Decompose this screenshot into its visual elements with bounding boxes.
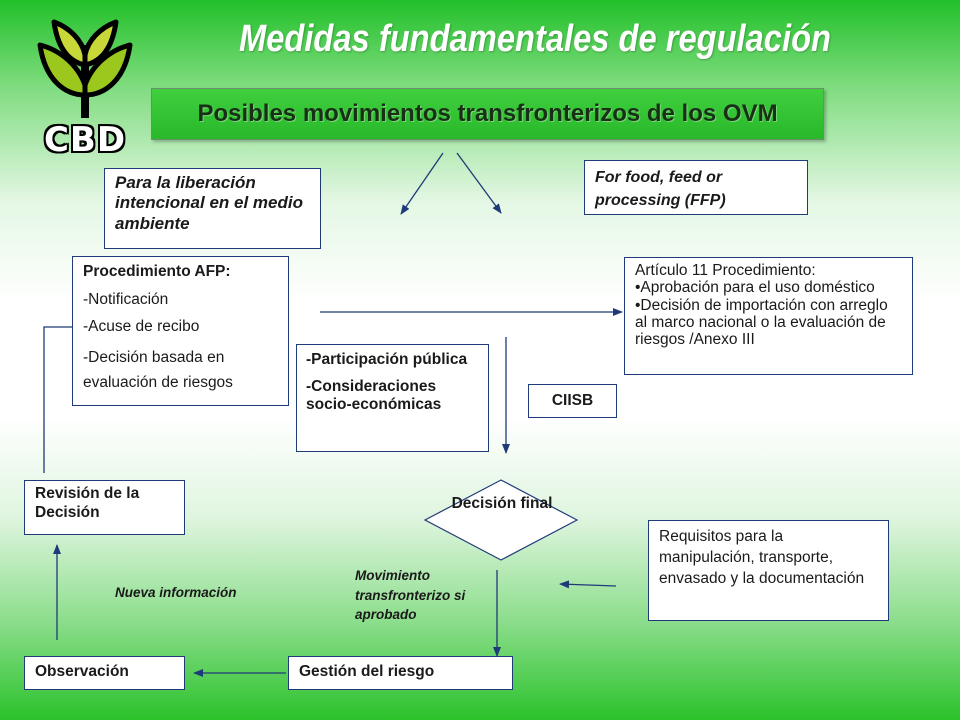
box-procedimiento-afp: Procedimiento AFP: -Notificación -Acuse … [72, 256, 289, 406]
ffp-text: For food, feed or processing (FFP) [595, 169, 726, 210]
box-revision-decision: Revisión de la Decisión [24, 480, 185, 535]
liberacion-text: Para la liberación intencional en el med… [115, 173, 303, 233]
afp-title: Procedimiento AFP: [83, 263, 231, 280]
revision-text: Revisión de la Decisión [35, 485, 140, 521]
decision-final-label: Decisión final [451, 495, 553, 512]
arrow-to-ffp [456, 152, 502, 214]
observacion-text: Observación [35, 663, 129, 680]
box-participacion: -Participación pública -Consideraciones … [296, 344, 489, 452]
box-gestion-riesgo: Gestión del riesgo [288, 656, 513, 690]
box-ffp: For food, feed or processing (FFP) [584, 160, 808, 215]
afp-item-acuse: -Acuse de recibo [83, 318, 200, 336]
participacion-item-socio: -Consideraciones socio-económicas [306, 377, 442, 414]
cbd-logo-text: CBD [43, 120, 127, 160]
box-liberacion-intencional: Para la liberación intencional en el med… [104, 168, 321, 249]
box-ciisb: CIISB [528, 384, 617, 418]
afp-item-decision: -Decisión basada en evaluación de riesgo… [83, 348, 233, 391]
participacion-item-publica: -Participación pública [306, 351, 468, 368]
subtitle-banner: Posibles movimientos transfronterizos de… [151, 88, 824, 140]
cbd-logo [37, 19, 133, 118]
afp-item-notificacion: -Notificación [83, 290, 169, 308]
requisitos-text: Requisitos para la manipulación, transpo… [659, 528, 865, 587]
art11-item-aprobacion: •Aprobación para el uso doméstico [635, 279, 875, 297]
arrow-requisitos-to-movimiento [559, 580, 617, 589]
page-title: Medidas fundamentales de regulación [238, 18, 832, 60]
box-requisitos: Requisitos para la manipulación, transpo… [648, 520, 889, 621]
subtitle-text: Posibles movimientos transfronterizos de… [197, 100, 778, 127]
ciisb-text: CIISB [551, 392, 594, 409]
art11-item-decision: •Decisión de importación con arreglo al … [635, 296, 888, 349]
arrow-to-liberacion [400, 152, 444, 215]
art11-title: Artículo 11 Procedimiento: [635, 262, 816, 279]
decision-final-diamond [423, 479, 579, 561]
box-articulo-11: Artículo 11 Procedimiento: •Aprobación p… [624, 257, 913, 375]
gestion-text: Gestión del riesgo [299, 663, 435, 680]
box-observacion: Observación [24, 656, 185, 690]
label-movimiento-transfronterizo: Movimiento transfronterizo si aprobado [355, 568, 466, 623]
label-nueva-informacion: Nueva información [115, 585, 237, 600]
